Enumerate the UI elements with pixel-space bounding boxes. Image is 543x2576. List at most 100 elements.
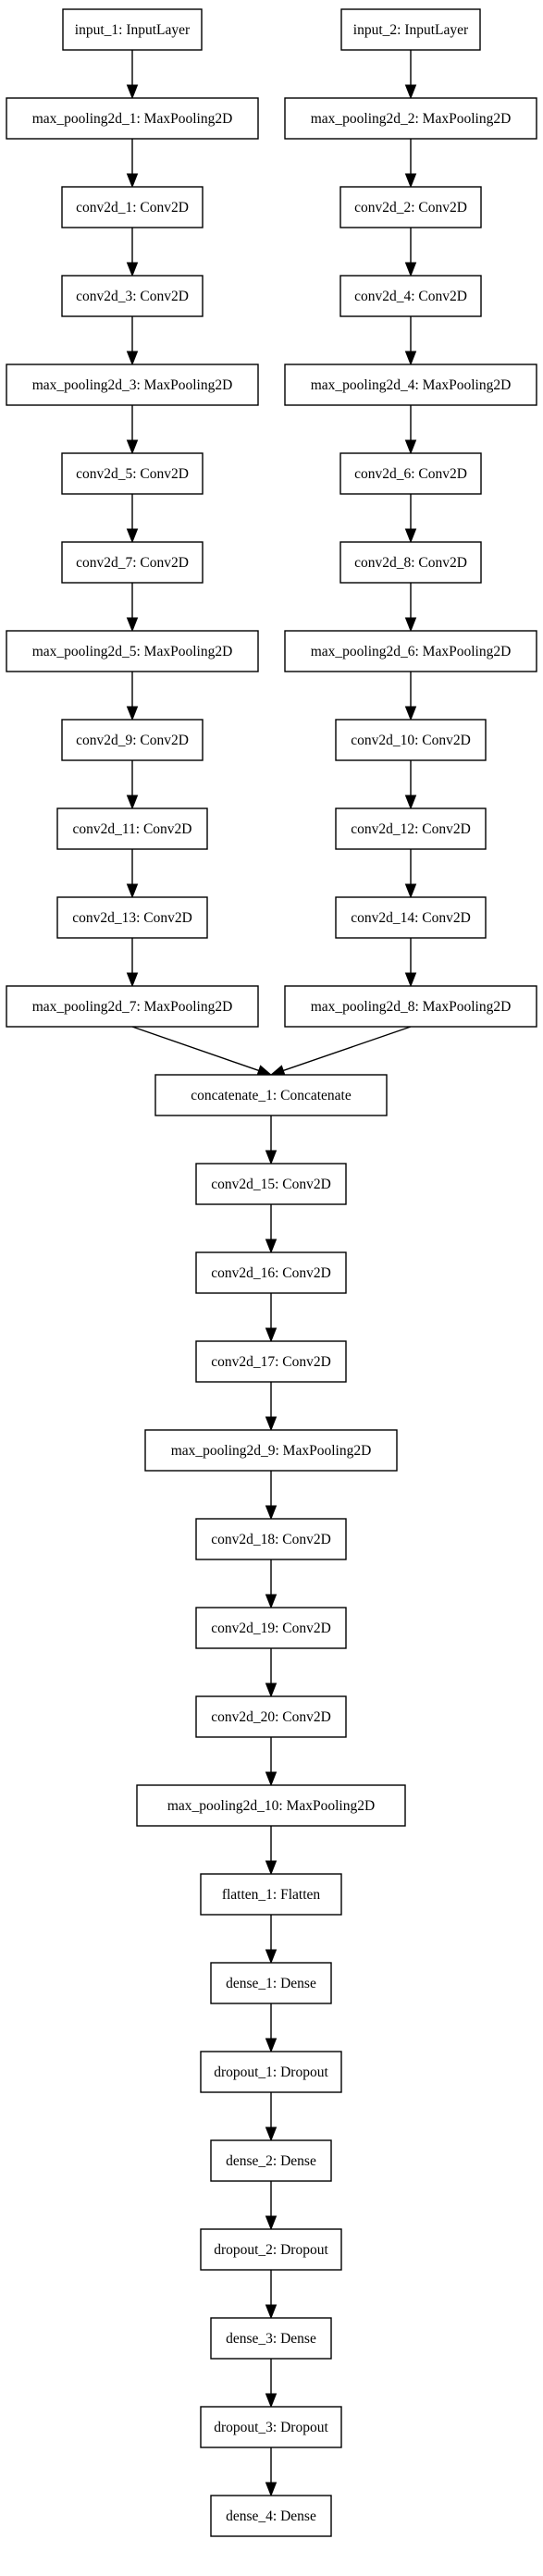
node-box (210, 2495, 332, 2537)
node-label: conv2d_12: Conv2D (351, 821, 471, 837)
edge-max-pooling2d-8-to-concatenate-1 (269, 1026, 412, 1077)
node-box (200, 2228, 342, 2271)
node-conv2d-16: conv2d_16: Conv2D (195, 1251, 347, 1294)
arrow-head-icon (126, 262, 139, 277)
node-box (154, 1074, 388, 1116)
arrow-head-icon (265, 2038, 278, 2053)
node-box (284, 630, 537, 672)
node-box (61, 275, 204, 317)
node-max-pooling2d-4: max_pooling2d_4: MaxPooling2D (284, 364, 537, 406)
node-conv2d-17: conv2d_17: Conv2D (195, 1340, 347, 1383)
edge-input-1-to-max-pooling2d-1 (126, 50, 139, 100)
arrow-head-icon (265, 1327, 278, 1343)
arrow-head-icon (126, 706, 139, 721)
node-label: conv2d_18: Conv2D (211, 1532, 331, 1547)
node-dropout-3: dropout_3: Dropout (200, 2406, 342, 2448)
edge-conv2d-17-to-max-pooling2d-9 (265, 1382, 278, 1432)
node-conv2d-8: conv2d_8: Conv2D (339, 541, 482, 584)
node-label: dense_1: Dense (226, 1976, 316, 1991)
node-box (56, 807, 208, 850)
arrow-head-icon (265, 1416, 278, 1432)
edge-max-pooling2d-6-to-conv2d-10 (404, 672, 417, 721)
node-dense-2: dense_2: Dense (210, 2139, 332, 2182)
node-conv2d-14: conv2d_14: Conv2D (335, 896, 487, 939)
node-box (195, 1518, 347, 1560)
node-label: conv2d_15: Conv2D (211, 1177, 331, 1192)
node-box (335, 807, 487, 850)
node-box (144, 1429, 398, 1472)
node-label: dropout_1: Dropout (214, 2064, 328, 2080)
arrow-head-icon (404, 528, 417, 544)
node-conv2d-7: conv2d_7: Conv2D (61, 541, 204, 584)
node-box (195, 1163, 347, 1205)
node-max-pooling2d-5: max_pooling2d_5: MaxPooling2D (6, 630, 259, 672)
node-label: max_pooling2d_4: MaxPooling2D (311, 377, 512, 393)
edge-dropout-1-to-dense-2 (265, 2092, 278, 2142)
node-max-pooling2d-1: max_pooling2d_1: MaxPooling2D (6, 97, 259, 140)
arrow-head-icon (265, 1682, 278, 1698)
node-box (284, 364, 537, 406)
edge-concatenate-1-to-conv2d-15 (265, 1115, 278, 1165)
arrow-head-icon (269, 1065, 286, 1077)
edge-max-pooling2d-7-to-concatenate-1 (131, 1026, 273, 1077)
arrow-head-icon (265, 1150, 278, 1165)
node-max-pooling2d-9: max_pooling2d_9: MaxPooling2D (144, 1429, 398, 1472)
arrow-head-icon (126, 795, 139, 810)
arrow-head-icon (126, 883, 139, 899)
edge-conv2d-20-to-max-pooling2d-10 (265, 1737, 278, 1787)
node-label: conv2d_13: Conv2D (72, 910, 192, 926)
node-label: conv2d_20: Conv2D (211, 1709, 331, 1725)
node-label: dense_3: Dense (226, 2331, 316, 2347)
node-max-pooling2d-2: max_pooling2d_2: MaxPooling2D (284, 97, 537, 140)
node-box (335, 719, 487, 761)
edge-dropout-3-to-dense-4 (265, 2447, 278, 2497)
node-conv2d-13: conv2d_13: Conv2D (56, 896, 208, 939)
node-box (6, 630, 259, 672)
node-label: max_pooling2d_9: MaxPooling2D (171, 1443, 372, 1459)
edge-line (283, 1026, 412, 1072)
edge-max-pooling2d-5-to-conv2d-9 (126, 672, 139, 721)
arrow-head-icon (265, 1239, 278, 1254)
arrow-head-icon (265, 1771, 278, 1787)
node-label: max_pooling2d_10: MaxPooling2D (167, 1798, 375, 1814)
arrow-head-icon (404, 173, 417, 189)
node-label: max_pooling2d_1: MaxPooling2D (32, 111, 233, 127)
node-conv2d-15: conv2d_15: Conv2D (195, 1163, 347, 1205)
arrow-head-icon (265, 1505, 278, 1521)
arrow-head-icon (265, 1860, 278, 1876)
edge-flatten-1-to-dense-1 (265, 1915, 278, 1965)
node-box (195, 1695, 347, 1738)
node-box (56, 896, 208, 939)
edge-conv2d-3-to-max-pooling2d-3 (126, 316, 139, 366)
edge-max-pooling2d-10-to-flatten-1 (265, 1826, 278, 1876)
edge-max-pooling2d-2-to-conv2d-2 (404, 139, 417, 189)
node-label: conv2d_2: Conv2D (354, 200, 467, 216)
edge-conv2d-19-to-conv2d-20 (265, 1648, 278, 1698)
arrow-head-icon (126, 439, 139, 455)
node-dense-4: dense_4: Dense (210, 2495, 332, 2537)
node-box (6, 985, 259, 1028)
node-label: conv2d_8: Conv2D (354, 555, 467, 571)
arrow-head-icon (265, 2215, 278, 2231)
node-label: conv2d_11: Conv2D (72, 821, 191, 837)
node-label: conv2d_17: Conv2D (211, 1354, 331, 1370)
node-label: dense_2: Dense (226, 2153, 316, 2169)
edge-conv2d-12-to-conv2d-14 (404, 849, 417, 899)
node-label: input_1: InputLayer (75, 22, 191, 38)
edge-line (131, 1026, 260, 1072)
node-conv2d-1: conv2d_1: Conv2D (61, 186, 204, 228)
arrow-head-icon (404, 262, 417, 277)
node-conv2d-6: conv2d_6: Conv2D (339, 452, 482, 495)
node-max-pooling2d-3: max_pooling2d_3: MaxPooling2D (6, 364, 259, 406)
arrow-head-icon (126, 84, 139, 100)
node-conv2d-9: conv2d_9: Conv2D (61, 719, 204, 761)
node-box (200, 2051, 342, 2093)
edge-conv2d-1-to-conv2d-3 (126, 228, 139, 277)
node-input-1: input_1: InputLayer (62, 8, 203, 51)
edge-dense-2-to-dropout-2 (265, 2181, 278, 2231)
edge-dropout-2-to-dense-3 (265, 2270, 278, 2320)
node-box (284, 985, 537, 1028)
node-max-pooling2d-7: max_pooling2d_7: MaxPooling2D (6, 985, 259, 1028)
node-box (195, 1251, 347, 1294)
